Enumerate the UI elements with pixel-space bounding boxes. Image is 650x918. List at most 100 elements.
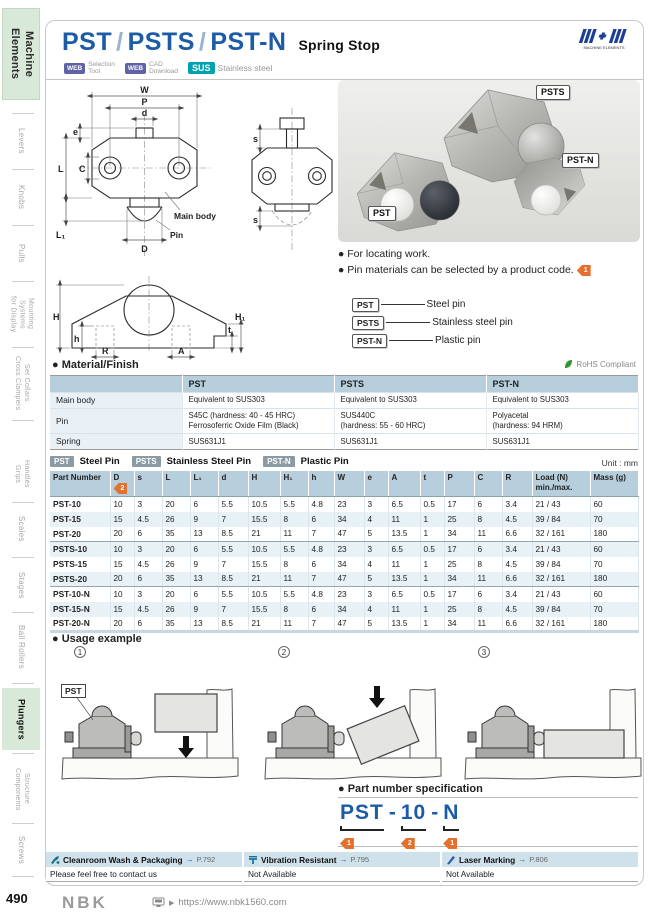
dim-col-r: R <box>502 471 533 497</box>
dim-col-w: W <box>334 471 365 497</box>
table-cell: 23 <box>334 586 365 602</box>
table-cell: 47 <box>334 571 365 587</box>
sidebar-section-machine-elements[interactable]: Machine Elements <box>2 8 40 100</box>
svg-text:A: A <box>178 346 185 356</box>
front-view-drawing: W P d e C L L₁ D Main body Pin <box>56 85 216 256</box>
option-page-ref[interactable]: P.792 <box>196 855 216 864</box>
ref-marker-icon: 2 <box>400 838 415 849</box>
sidebar: Machine Elements Levers Knobs Pulls Moun… <box>0 0 42 918</box>
workpiece-block <box>543 729 625 759</box>
table-cell: 25 <box>444 556 475 572</box>
table-cell: 35 <box>162 571 191 587</box>
step-number-1: 1 <box>74 646 86 658</box>
table-cell: 9 <box>190 511 219 527</box>
legend-label: Plastic Pin <box>300 456 349 467</box>
table-cell: 4.5 <box>134 511 163 527</box>
sidebar-item-pulls[interactable]: Pulls <box>17 243 26 263</box>
step-number-3: 3 <box>478 646 490 658</box>
option-page-ref[interactable]: P.806 <box>529 855 548 864</box>
table-cell: Equivalent to SUS303 <box>182 391 335 409</box>
table-cell: SUS631J1 <box>334 433 487 450</box>
sidebar-item-screws[interactable]: Screws <box>17 835 26 865</box>
sidebar-divider <box>12 876 34 877</box>
sidebar-item-scales[interactable]: Scales <box>17 516 26 542</box>
note-pin-materials-text: ● Pin materials can be selected by a pro… <box>338 264 574 276</box>
note-for-locating-work: ● For locating work. <box>338 248 431 260</box>
table-cell: 34 <box>334 511 365 527</box>
spring-stop-device <box>267 705 345 759</box>
table-cell: 3 <box>134 496 163 512</box>
dim-col-s: s <box>134 471 163 497</box>
pin-type-label: Stainless steel pin <box>432 317 513 328</box>
usage-device-label: PST <box>61 684 86 698</box>
sidebar-item-set-collars[interactable]: Set Collars Cross Clampers <box>14 355 30 411</box>
table-cell: 1 <box>420 616 445 632</box>
table-cell: 47 <box>334 616 365 632</box>
table-cell: 70 <box>590 601 639 617</box>
photo-label-pst: PST <box>368 206 396 221</box>
spec-segment-text: PST <box>340 801 384 824</box>
table-cell: Polyacetal (hardness: 94 HRM) <box>486 408 639 434</box>
nbk-logo: NBK <box>62 893 108 912</box>
ref-marker-icon: 1 <box>340 838 354 849</box>
svg-text:H: H <box>53 312 60 322</box>
sidebar-item-levers[interactable]: Levers <box>17 128 26 154</box>
sus-stainless-tag: SUS Stainless steel <box>188 62 272 75</box>
sidebar-divider <box>12 753 34 754</box>
leaf-icon <box>565 360 573 368</box>
sidebar-item-ball-rollers[interactable]: Ball Rollers <box>17 624 26 670</box>
table-cell: 32 / 161 <box>532 616 591 632</box>
table-cell: 6 <box>190 586 219 602</box>
arrow-icon: → <box>339 855 348 864</box>
title-separator: / <box>116 28 124 56</box>
leader-line <box>380 304 425 305</box>
spec-segment-text: N <box>443 801 460 824</box>
table-cell: 6.6 <box>502 616 533 632</box>
sidebar-item-structure-components[interactable]: Structure Components <box>14 767 30 811</box>
table-row: Pin S45C (hardness: 40 - 45 HRC) Ferroso… <box>50 408 639 434</box>
table-cell: 15.5 <box>248 511 281 527</box>
table-cell: 9 <box>190 556 219 572</box>
dim-col-h: h <box>308 471 335 497</box>
web-cad-download-link[interactable]: WEB CAD Download <box>124 61 178 76</box>
svg-text:P: P <box>141 97 147 107</box>
sidebar-item-knobs[interactable]: Knobs <box>17 184 26 210</box>
dim-col-e: e <box>364 471 389 497</box>
table-cell: Equivalent to SUS303 <box>334 391 487 409</box>
laser-marking-icon <box>447 855 455 864</box>
option-page-ref[interactable]: P.795 <box>350 855 370 864</box>
spec-segment: PST 1 <box>340 801 384 851</box>
part-number-cell: PST-15 <box>50 511 111 527</box>
sidebar-item-handles-grips[interactable]: Handles Grips <box>14 460 30 488</box>
table-cell: 5 <box>364 571 389 587</box>
sidebar-item-mounting-systems[interactable]: Mounting Systems for Display <box>9 295 35 333</box>
sidebar-item-plungers[interactable]: Plungers <box>2 688 40 750</box>
table-cell: 5.5 <box>218 496 249 512</box>
web-selection-tool-link[interactable]: WEB Selection Tool <box>64 61 115 76</box>
spring-stop-device <box>64 705 142 759</box>
sidebar-item-stages[interactable]: Stages <box>17 571 26 599</box>
table-cell: 10 <box>110 496 135 512</box>
table-cell: 11 <box>280 616 309 632</box>
part-number-cell: PSTS-10 <box>50 541 111 557</box>
table-cell: 47 <box>334 526 365 542</box>
sidebar-divider <box>12 169 34 170</box>
table-cell: 11 <box>280 571 309 587</box>
table-cell: 3 <box>134 541 163 557</box>
part-number-cell: PST-20 <box>50 526 111 542</box>
table-cell: 25 <box>444 601 475 617</box>
table-cell: 6 <box>474 586 503 602</box>
table-cell: 1 <box>420 511 445 527</box>
table-cell: 4.5 <box>502 601 533 617</box>
table-cell: 3 <box>364 541 389 557</box>
material-row-label: Main body <box>50 391 183 409</box>
dim-col-h1: H₁ <box>280 471 309 497</box>
svg-text:L₁: L₁ <box>56 230 65 240</box>
footer-url[interactable]: ▶ https://www.nbk1560.com <box>152 897 287 908</box>
